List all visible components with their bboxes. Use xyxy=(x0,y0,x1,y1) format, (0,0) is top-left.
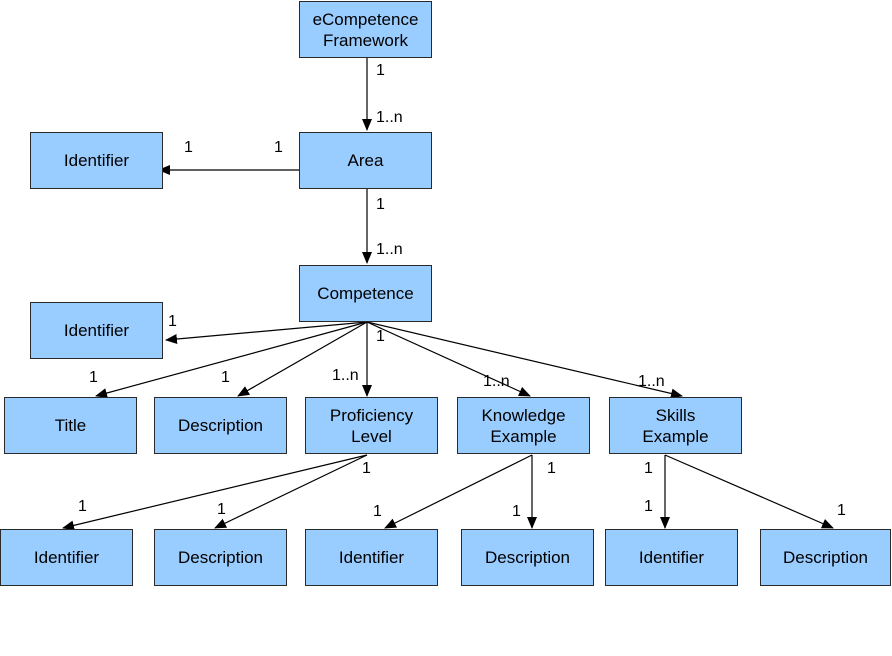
mult-ecf-area-source: 1 xyxy=(376,62,385,79)
box-proficiency-identifier: Identifier xyxy=(0,529,133,586)
edge-prof-identifier xyxy=(62,454,368,531)
box-area: Area xyxy=(299,132,432,189)
mult-comp-identifier: 1 xyxy=(168,313,177,330)
mult-ecf-area-target: 1..n xyxy=(376,109,403,126)
mult-skills-identifier: 1 xyxy=(644,498,653,515)
box-area-identifier: Identifier xyxy=(30,132,163,189)
mult-skills-description: 1 xyxy=(837,502,846,519)
box-skills-example: Skills Example xyxy=(609,397,742,454)
box-skills-identifier: Identifier xyxy=(605,529,738,586)
mult-know-description: 1 xyxy=(512,503,521,520)
box-knowledge-description: Description xyxy=(461,529,594,586)
edge-comp-skills xyxy=(366,321,683,399)
box-skills-description: Description xyxy=(760,529,891,586)
mult-prof-description: 1 xyxy=(217,501,226,518)
mult-area-competence-source: 1 xyxy=(376,196,385,213)
box-knowledge-identifier: Identifier xyxy=(305,529,438,586)
edge-know-identifier xyxy=(384,454,533,529)
box-description: Description xyxy=(154,397,287,454)
edge-comp-description xyxy=(237,321,368,397)
box-title: Title xyxy=(4,397,137,454)
mult-know-identifier: 1 xyxy=(373,503,382,520)
box-competence: Competence xyxy=(299,265,432,322)
mult-area-identifier-target: 1 xyxy=(184,139,193,156)
mult-knowledge-source: 1 xyxy=(547,460,556,477)
box-proficiency-level: Proficiency Level xyxy=(305,397,438,454)
edge-comp-identifier xyxy=(165,321,368,344)
box-ecompetence-framework: eCompetence Framework xyxy=(299,1,432,58)
mult-comp-description: 1 xyxy=(221,369,230,386)
mult-prof-identifier: 1 xyxy=(78,498,87,515)
edge-comp-title xyxy=(95,321,368,398)
mult-area-competence-target: 1..n xyxy=(376,241,403,258)
mult-area-identifier-source: 1 xyxy=(274,139,283,156)
edge-prof-description xyxy=(214,454,368,529)
edge-comp-knowledge xyxy=(366,321,531,397)
mult-comp-title: 1 xyxy=(89,369,98,386)
mult-comp-knowledge: 1..n xyxy=(483,373,510,390)
mult-competence-source: 1 xyxy=(376,328,385,345)
mult-skills-source: 1 xyxy=(644,460,653,477)
mult-proficiency-source: 1 xyxy=(362,460,371,477)
edge-skills-description xyxy=(664,454,834,529)
mult-comp-proficiency: 1..n xyxy=(332,367,359,384)
box-knowledge-example: Knowledge Example xyxy=(457,397,590,454)
box-competence-identifier: Identifier xyxy=(30,302,163,359)
box-proficiency-description: Description xyxy=(154,529,287,586)
mult-comp-skills: 1..n xyxy=(638,373,665,390)
